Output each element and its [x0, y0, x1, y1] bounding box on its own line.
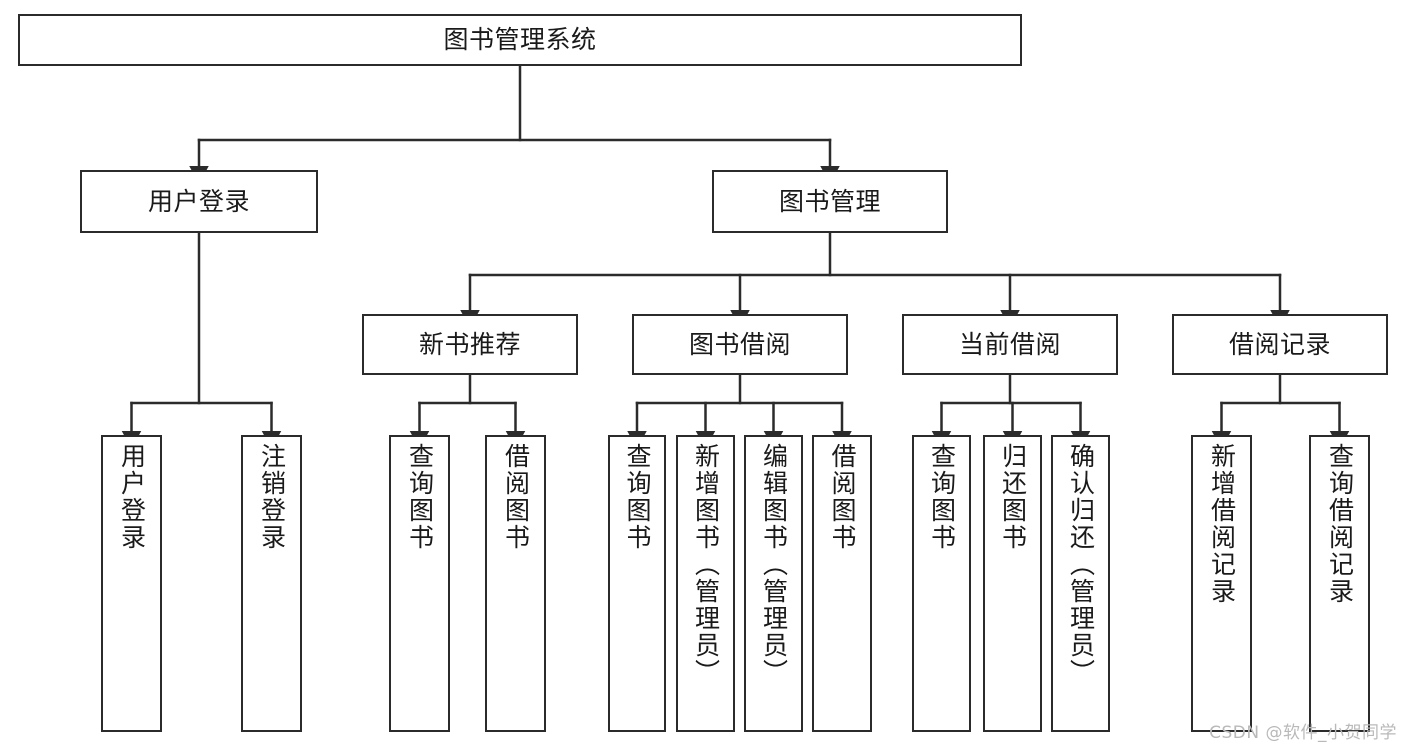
node-label-leaf-query-record: 查询借阅记录: [1325, 443, 1355, 605]
node-leaf-query-book-3[interactable]: 查询图书: [912, 435, 971, 732]
node-label-borrow-record: 借阅记录: [1228, 329, 1331, 359]
node-label-leaf-borrow-book-2: 借阅图书: [828, 443, 857, 551]
node-label-leaf-edit-book: 编辑图书（管理员）: [759, 443, 789, 686]
node-label-new-book-rec: 新书推荐: [418, 329, 521, 359]
node-leaf-edit-book[interactable]: 编辑图书（管理员）: [744, 435, 803, 732]
node-label-leaf-borrow-book-1: 借阅图书: [501, 443, 531, 551]
node-book-borrow[interactable]: 图书借阅: [632, 314, 848, 375]
node-new-book-rec[interactable]: 新书推荐: [362, 314, 578, 375]
node-label-leaf-confirm-return: 确认归还（管理员）: [1066, 443, 1096, 686]
node-leaf-add-book[interactable]: 新增图书（管理员）: [676, 435, 735, 732]
node-label-leaf-return-book: 归还图书: [998, 443, 1028, 551]
node-label-leaf-query-book-1: 查询图书: [405, 443, 435, 551]
node-current-borrow[interactable]: 当前借阅: [902, 314, 1118, 375]
node-label-user-login: 用户登录: [147, 186, 250, 216]
node-leaf-query-record[interactable]: 查询借阅记录: [1309, 435, 1370, 732]
node-label-leaf-query-book-2: 查询图书: [623, 443, 652, 551]
node-borrow-record[interactable]: 借阅记录: [1172, 314, 1388, 375]
node-label-root: 图书管理系统: [443, 25, 597, 55]
node-user-login[interactable]: 用户登录: [80, 170, 318, 233]
node-leaf-user-login[interactable]: 用户登录: [101, 435, 162, 732]
node-label-book-borrow: 图书借阅: [688, 329, 791, 359]
watermark: CSDN @软件_小贺同学: [1209, 723, 1397, 743]
node-leaf-query-book-1[interactable]: 查询图书: [389, 435, 450, 732]
node-label-leaf-user-logout: 注销登录: [257, 443, 287, 551]
node-leaf-query-book-2[interactable]: 查询图书: [608, 435, 666, 732]
node-leaf-borrow-book-2[interactable]: 借阅图书: [812, 435, 872, 732]
node-label-leaf-query-book-3: 查询图书: [927, 443, 957, 551]
node-leaf-return-book[interactable]: 归还图书: [983, 435, 1042, 732]
node-label-book-manage: 图书管理: [778, 186, 881, 216]
node-leaf-borrow-book-1[interactable]: 借阅图书: [485, 435, 546, 732]
node-leaf-add-record[interactable]: 新增借阅记录: [1191, 435, 1252, 732]
node-label-leaf-add-book: 新增图书（管理员）: [691, 443, 721, 686]
node-root[interactable]: 图书管理系统: [18, 14, 1022, 66]
node-label-current-borrow: 当前借阅: [958, 329, 1061, 359]
node-book-manage[interactable]: 图书管理: [712, 170, 948, 233]
node-leaf-confirm-return[interactable]: 确认归还（管理员）: [1051, 435, 1110, 732]
node-label-leaf-user-login: 用户登录: [117, 443, 147, 551]
node-leaf-user-logout[interactable]: 注销登录: [241, 435, 302, 732]
node-label-leaf-add-record: 新增借阅记录: [1207, 443, 1237, 605]
